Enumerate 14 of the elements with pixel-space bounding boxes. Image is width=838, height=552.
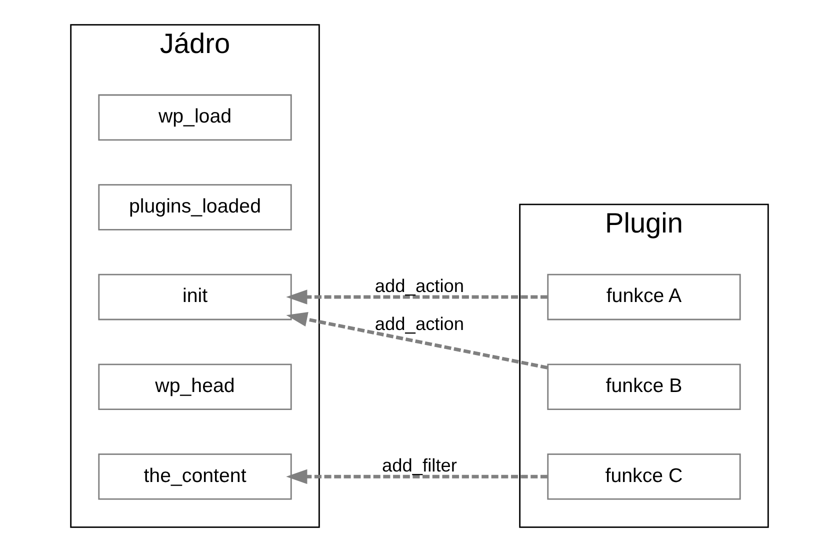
node-box: funkce A xyxy=(546,274,740,320)
arrow xyxy=(286,469,547,484)
node-box: funkce C xyxy=(546,453,740,500)
node-box: wp_head xyxy=(98,364,292,410)
node-box: funkce B xyxy=(546,364,740,410)
node-box: plugins_loaded xyxy=(98,184,292,230)
node-box: init xyxy=(98,274,292,320)
node-box: wp_load xyxy=(98,94,292,141)
edge-label: add_filter xyxy=(382,454,456,476)
arrow xyxy=(286,290,547,304)
edge-label: add_action xyxy=(374,274,464,296)
node-box: the_content xyxy=(98,453,292,500)
arrow xyxy=(286,312,548,370)
edge-label: add_action xyxy=(374,312,464,334)
